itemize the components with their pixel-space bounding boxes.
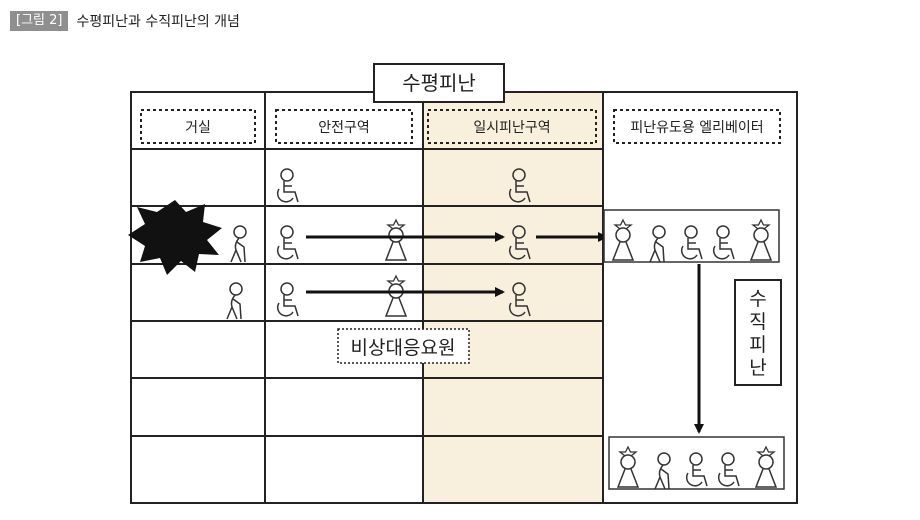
column-dividers xyxy=(264,92,604,503)
staff-icon xyxy=(385,219,407,261)
elevator-car-top xyxy=(603,209,780,263)
figure-label: [그림 2] xyxy=(10,11,69,31)
vertical-evac-char: 난 xyxy=(749,357,766,379)
floor-lines xyxy=(131,148,603,437)
elevator-car-bottom xyxy=(608,436,785,490)
vertical-evac-char: 수 xyxy=(749,288,766,310)
staff-label: 비상대응요원 xyxy=(351,337,456,359)
figure-title: 수평피난과 수직피난의 개념 xyxy=(76,14,240,30)
temporary-zone-shading xyxy=(423,92,603,503)
column-header-evac-elevator: 피난유도용 엘리베이터 xyxy=(630,120,763,136)
vertical-evac-char: 피 xyxy=(749,334,766,356)
wheelchair-icon xyxy=(276,282,299,317)
horizontal-evac-title: 수평피난 xyxy=(402,71,476,95)
column-header-temporary-zone: 일시피난구역 xyxy=(473,120,550,136)
column-header-safe-zone: 안전구역 xyxy=(318,120,370,136)
wheelchair-icon xyxy=(276,225,299,260)
elderly-person-icon xyxy=(230,225,247,263)
vertical-evac-box xyxy=(734,279,782,386)
column-header-living-room: 거실 xyxy=(185,120,211,136)
wheelchair-icon xyxy=(276,168,299,203)
staff-icon xyxy=(385,275,407,317)
vertical-evac-char: 직 xyxy=(749,311,766,333)
elderly-person-icon xyxy=(226,282,243,320)
fire-burst-icon xyxy=(128,200,222,275)
figure-caption: [그림 2] 수평피난과 수직피난의 개념 xyxy=(10,10,240,32)
horizontal-evac-box xyxy=(373,63,505,103)
